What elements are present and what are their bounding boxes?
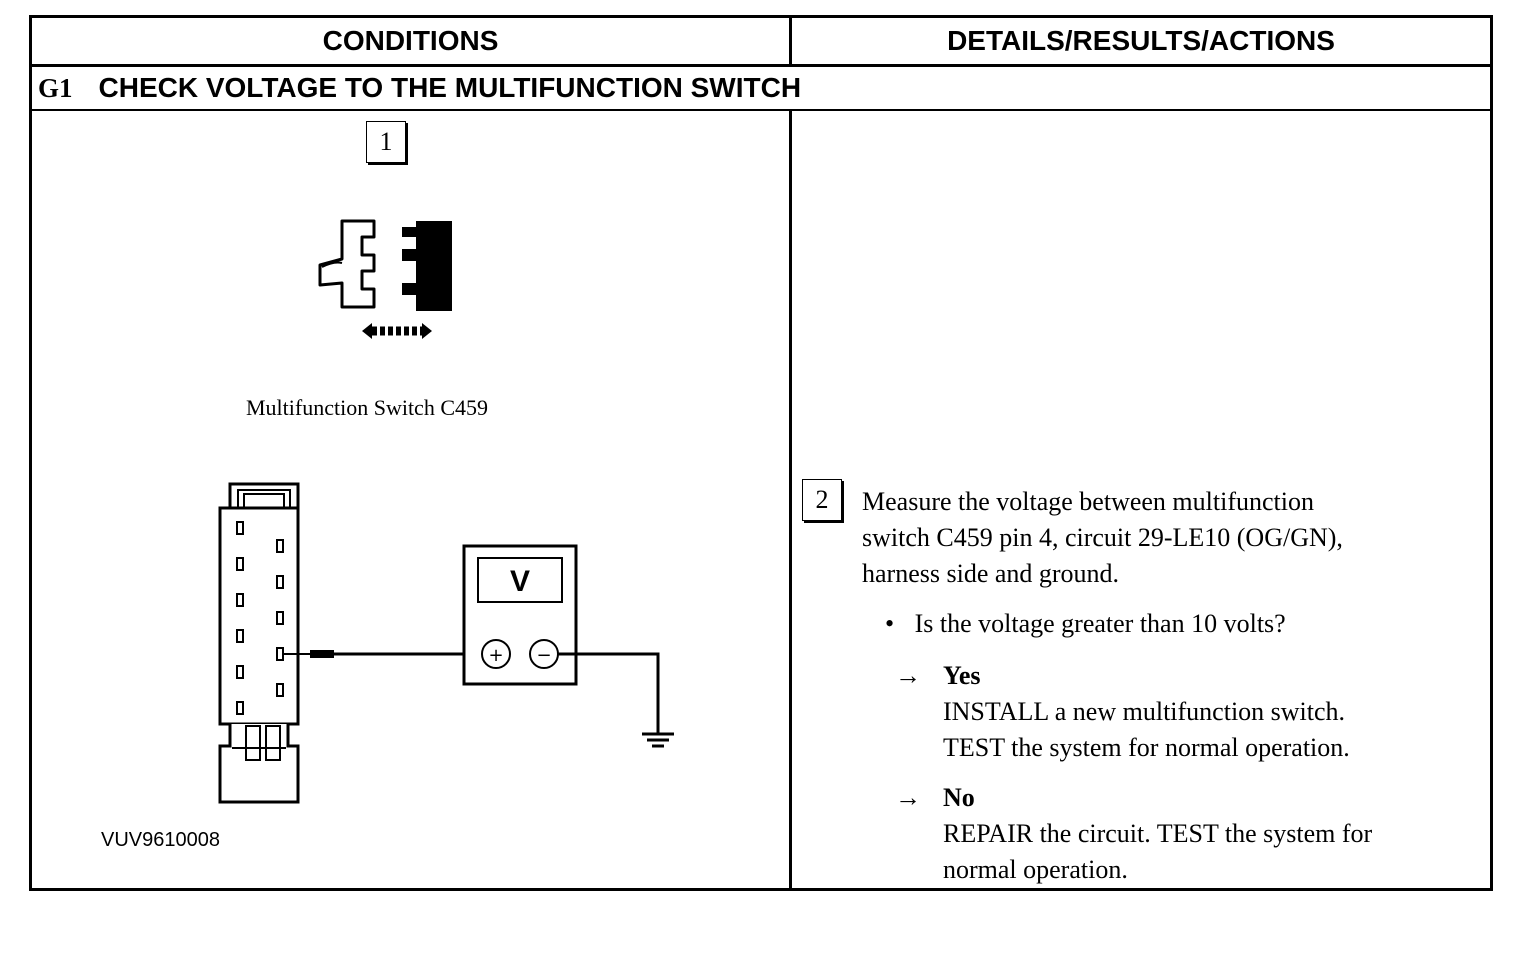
section-divider	[32, 109, 1490, 111]
plus-terminal: +	[488, 645, 503, 666]
ground-icon	[558, 652, 674, 748]
instruction-line: switch C459 pin 4, circuit 29-LE10 (OG/G…	[862, 523, 1343, 552]
question: • Is the voltage greater than 10 volts?	[885, 606, 1286, 642]
header-divider	[32, 64, 1490, 67]
section-id: G1	[38, 72, 73, 103]
no-branch: No REPAIR the circuit. TEST the system f…	[943, 780, 1372, 888]
minus-terminal: −	[536, 645, 551, 666]
connector-top-latch	[228, 482, 300, 511]
bullet-icon: •	[885, 609, 895, 638]
connector-body	[218, 506, 300, 726]
header-column-divider	[789, 18, 792, 64]
instruction-line: harness side and ground.	[862, 559, 1120, 588]
yes-action-line: TEST the system for normal operation.	[943, 733, 1350, 762]
instruction-line: Measure the voltage between multifunctio…	[862, 487, 1314, 516]
body-column-divider	[789, 110, 792, 888]
section-title: CHECK VOLTAGE TO THE MULTIFUNCTION SWITC…	[98, 72, 802, 103]
details-header: DETAILS/RESULTS/ACTIONS	[947, 25, 1335, 56]
section-heading: G1 CHECK VOLTAGE TO THE MULTIFUNCTION SW…	[38, 66, 801, 110]
voltage-measurement-diagram: V + −	[218, 482, 674, 804]
connector-bottom-latch	[218, 724, 300, 804]
figure-reference: VUV9610008	[101, 829, 220, 851]
disconnect-connector-icon	[318, 219, 452, 339]
no-action-line: REPAIR the circuit. TEST the system for	[943, 819, 1373, 848]
conditions-header: CONDITIONS	[322, 25, 499, 56]
no-arrow-icon: →	[895, 783, 921, 812]
meter-display-label: V	[510, 565, 530, 598]
no-action-line: normal operation.	[943, 855, 1128, 884]
yes-arrow-icon: →	[895, 661, 921, 690]
connector-pins	[236, 521, 284, 715]
step-1-box: 1	[366, 121, 406, 163]
no-label: No	[943, 783, 975, 812]
yes-action-line: INSTALL a new multifunction switch.	[943, 697, 1346, 726]
connector-caption: Multifunction Switch C459	[246, 395, 488, 420]
diagnostic-table: CONDITIONS DETAILS/RESULTS/ACTIONS G1 CH…	[29, 15, 1493, 891]
yes-label: Yes	[943, 661, 981, 690]
yes-branch: Yes INSTALL a new multifunction switch. …	[943, 658, 1350, 766]
multimeter: V + −	[462, 544, 578, 686]
question-text: Is the voltage greater than 10 volts?	[914, 609, 1286, 638]
probe-lead	[284, 650, 484, 658]
step-2-instruction: Measure the voltage between multifunctio…	[862, 484, 1482, 592]
step-2-box: 2	[802, 479, 842, 521]
